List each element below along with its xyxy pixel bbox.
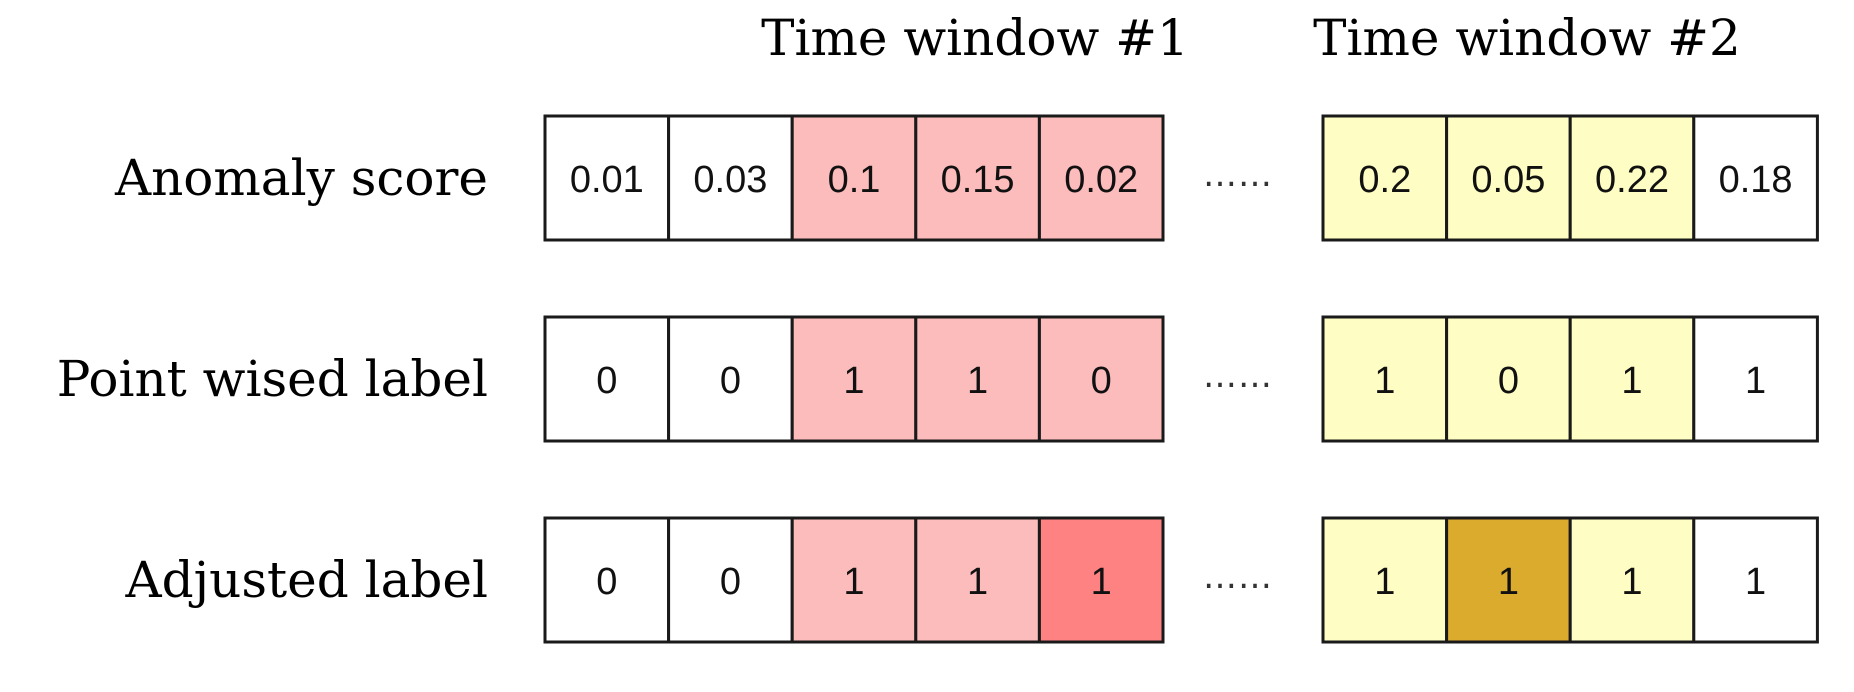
cell-value: 0.01 xyxy=(570,159,644,201)
cell-value: 0 xyxy=(596,360,617,402)
cell-value: 1 xyxy=(1091,561,1112,603)
cell-value: 1 xyxy=(1621,360,1642,402)
cell-value: 1 xyxy=(1745,360,1766,402)
cell-box xyxy=(1321,114,1449,242)
cell-value: 0.18 xyxy=(1719,159,1793,201)
row-label: Point wised label xyxy=(57,350,488,408)
cell-box xyxy=(543,315,671,443)
cell-value: 0.05 xyxy=(1471,159,1545,201)
cell-box xyxy=(667,516,794,644)
time-window-1-cells: 0.01 0.03 0.1 0.15 0.02 xyxy=(543,114,1165,242)
cell-value: 1 xyxy=(1621,561,1642,603)
cell-value: 1 xyxy=(843,360,864,402)
window-titles: Time window #1 Time window #2 xyxy=(761,9,1741,67)
row-3: Adjusted label 0 0 1 1 1 1 1 1 1 …… xyxy=(125,516,1819,644)
time-window-1-cells: 0 0 1 1 1 xyxy=(543,516,1165,644)
cell-box xyxy=(1568,114,1696,242)
cell-box xyxy=(1445,516,1572,644)
cell-value: 0.22 xyxy=(1595,159,1669,201)
cell-value: 1 xyxy=(843,561,864,603)
cell-value: 0.2 xyxy=(1358,159,1411,201)
cell-box xyxy=(1445,315,1572,443)
cell-value: 0.03 xyxy=(693,159,767,201)
time-window-2-cells: 0.2 0.05 0.22 0.18 xyxy=(1321,114,1819,242)
cell-box xyxy=(543,114,671,242)
cell-box xyxy=(1037,114,1165,242)
cell-value: 1 xyxy=(967,360,988,402)
cell-box xyxy=(1692,516,1819,644)
row-label: Adjusted label xyxy=(125,551,488,609)
time-window-1-cells: 0 0 1 1 0 xyxy=(543,315,1165,443)
cell-value: 0.02 xyxy=(1064,159,1138,201)
cell-box xyxy=(1692,315,1819,443)
cell-value: 0.1 xyxy=(828,159,881,201)
cell-value: 0 xyxy=(1498,360,1519,402)
cell-value: 1 xyxy=(1745,561,1766,603)
cell-value: 1 xyxy=(1374,360,1395,402)
cell-box xyxy=(1568,315,1696,443)
window-title-2: Time window #2 xyxy=(1313,9,1741,67)
time-window-2-cells: 1 0 1 1 xyxy=(1321,315,1819,443)
cell-value: 0 xyxy=(596,561,617,603)
cell-box xyxy=(914,516,1041,644)
cell-box xyxy=(790,315,918,443)
cell-box xyxy=(790,516,918,644)
cell-value: 0.15 xyxy=(941,159,1015,201)
time-window-2-cells: 1 1 1 1 xyxy=(1321,516,1819,644)
cell-value: 1 xyxy=(1498,561,1519,603)
cell-value: 1 xyxy=(1374,561,1395,603)
ellipsis: …… xyxy=(1203,356,1273,396)
ellipsis: …… xyxy=(1203,155,1273,195)
cell-box xyxy=(543,516,671,644)
cell-value: 0 xyxy=(720,561,741,603)
cell-box xyxy=(1445,114,1572,242)
cell-box xyxy=(1037,315,1165,443)
cell-box xyxy=(914,315,1041,443)
cell-value: 0 xyxy=(720,360,741,402)
cell-box xyxy=(1692,114,1819,242)
cell-box xyxy=(790,114,918,242)
row-label: Anomaly score xyxy=(114,149,488,207)
cell-value: 0 xyxy=(1091,360,1112,402)
window-title-1: Time window #1 xyxy=(761,9,1189,67)
ellipsis: …… xyxy=(1203,557,1273,597)
cell-box xyxy=(1037,516,1165,644)
cell-box xyxy=(667,114,794,242)
row-2: Point wised label 0 0 1 1 0 1 0 1 1 …… xyxy=(57,315,1819,443)
cell-value: 1 xyxy=(967,561,988,603)
